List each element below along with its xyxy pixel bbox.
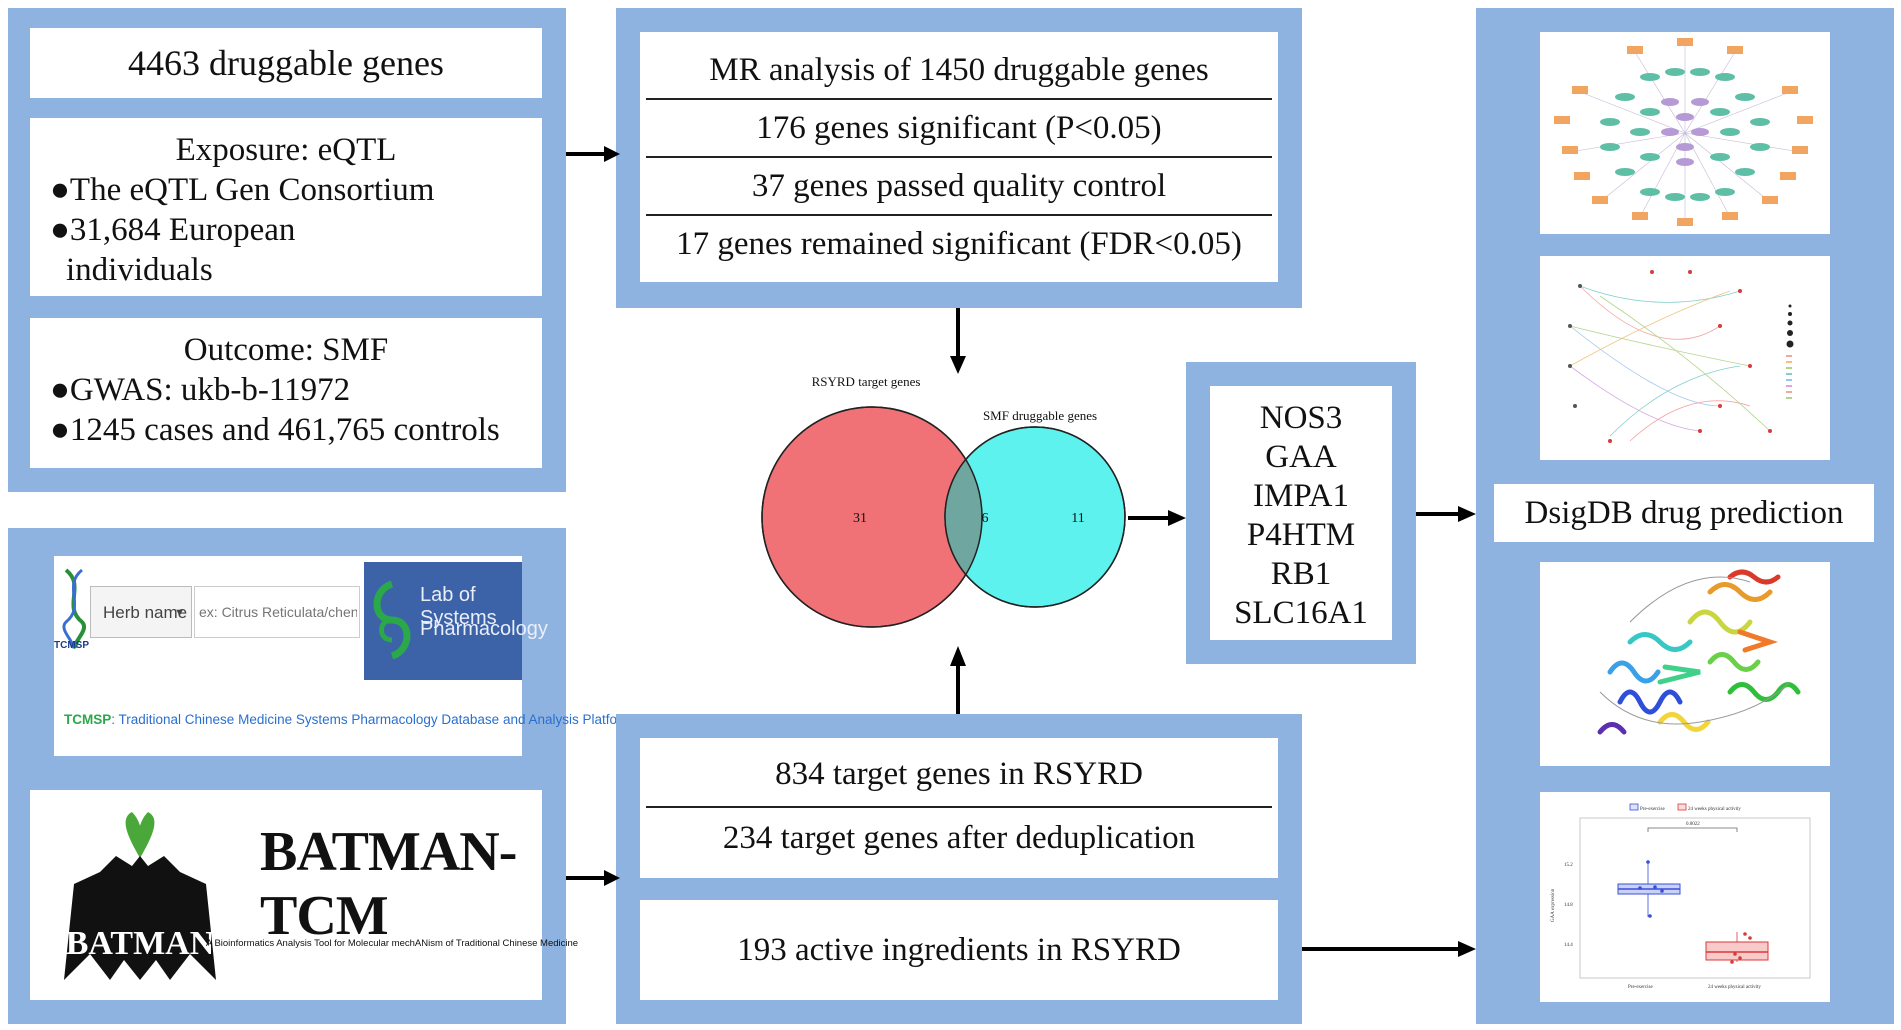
tcmsp-full-name: TCMSP: Traditional Chinese Medicine Syst… bbox=[64, 712, 633, 727]
exposure-item: ●31,684 European bbox=[50, 212, 296, 248]
y-axis-label: GAA expression bbox=[1551, 888, 1556, 922]
venn-overlap-count: 6 bbox=[982, 511, 989, 526]
lab-title-line1: Lab of Systems bbox=[420, 584, 497, 629]
pre-points bbox=[1638, 860, 1664, 918]
dna-logo-icon bbox=[62, 568, 86, 650]
outcome-heading: Outcome: SMF bbox=[183, 332, 389, 368]
lab-logo-icon bbox=[373, 580, 411, 660]
arrow-mr-to-venn bbox=[950, 308, 966, 374]
batman-logo-icon: BATMAN bbox=[64, 812, 216, 980]
venn-overlap bbox=[761, 406, 1126, 628]
batman-logo-word: BATMAN bbox=[66, 925, 215, 962]
venn-left-count: 31 bbox=[853, 511, 867, 526]
tcmsp-name-strong: TCMSP bbox=[64, 712, 112, 727]
x-tick: Pre-exercise bbox=[1628, 985, 1653, 990]
arrow-venn-to-genes bbox=[1128, 510, 1186, 526]
protein-structure bbox=[1597, 569, 1801, 735]
protein-structure-figure bbox=[1540, 562, 1830, 766]
gene-name: GAA bbox=[1265, 439, 1337, 475]
gene-name: SLC16A1 bbox=[1234, 595, 1368, 631]
genes-box: NOS3 GAA IMPA1 P4HTM RB1 SLC16A1 bbox=[1210, 386, 1392, 640]
outcome-item: ●GWAS: ukb-b-11972 bbox=[50, 372, 351, 408]
network-figure bbox=[1540, 32, 1830, 234]
divider bbox=[646, 214, 1272, 216]
dsigdb-label: DsigDB drug prediction bbox=[1494, 484, 1874, 542]
exposure-item: individuals bbox=[66, 252, 213, 288]
y-tick: 14.4 bbox=[1564, 943, 1573, 948]
arrow-genes-to-dsigdb bbox=[1416, 506, 1476, 522]
herb-select[interactable]: Herb name ▼ bbox=[90, 586, 192, 638]
batman-title: BATMAN-TCM bbox=[260, 821, 517, 947]
exposure-item: ●The eQTL Gen Consortium bbox=[50, 172, 435, 208]
y-tick: 15.2 bbox=[1564, 863, 1573, 868]
legend-swatch-pre bbox=[1629, 803, 1639, 811]
venn-left-label: RSYRD target genes bbox=[812, 374, 921, 389]
venn-diagram: RSYRD target genes SMF druggable genes 3… bbox=[761, 374, 1126, 628]
rsyrd-row: 834 target genes in RSYRD bbox=[775, 756, 1143, 792]
post-box bbox=[1705, 941, 1769, 961]
lab-systems-pharmacology-logo: Lab of Systems Pharmacology bbox=[364, 562, 548, 680]
p-value: 0.0022 bbox=[1686, 822, 1700, 827]
exposure-heading: Exposure: eQTL bbox=[175, 132, 397, 168]
mr-row: 176 genes significant (P<0.05) bbox=[756, 110, 1162, 146]
gene-name: IMPA1 bbox=[1253, 478, 1349, 514]
legend-pre: Pre-exercise bbox=[1640, 807, 1665, 812]
outcome-box: Outcome: SMF ●GWAS: ukb-b-11972 ●1245 ca… bbox=[30, 318, 542, 468]
rsyrd-targets-box: 834 target genes in RSYRD 234 target gen… bbox=[640, 738, 1278, 878]
outcome-item: ●1245 cases and 461,765 controls bbox=[50, 412, 500, 448]
druggable-genes-title: 4463 druggable genes bbox=[30, 28, 542, 98]
significance-bracket bbox=[1647, 827, 1738, 832]
chevron-down-icon: ▼ bbox=[174, 607, 185, 619]
divider bbox=[646, 156, 1272, 158]
rsyrd-row: 234 target genes after deduplication bbox=[722, 820, 1196, 856]
lab-title-line2: Pharmacology bbox=[420, 618, 548, 640]
divider bbox=[646, 98, 1272, 100]
tcmsp-box: TCMSP Herb name ▼ Lab of Systems Pharmac… bbox=[54, 556, 633, 756]
arrow-databases-to-rsyrd bbox=[566, 870, 620, 886]
y-tick: 14.8 bbox=[1564, 903, 1573, 908]
batman-box: BATMAN BATMAN-TCM A Bioinformatics Analy… bbox=[30, 790, 579, 1000]
herb-search-input[interactable] bbox=[194, 586, 360, 638]
venn-right-label: SMF druggable genes bbox=[983, 408, 1097, 423]
arrow-ingredients-to-prediction bbox=[1302, 941, 1476, 957]
enrichment-plot bbox=[1568, 270, 1794, 443]
venn-right-count: 11 bbox=[1071, 511, 1084, 526]
gene-name: RB1 bbox=[1270, 556, 1332, 592]
mr-row: MR analysis of 1450 druggable genes bbox=[709, 52, 1209, 88]
plot-area bbox=[1579, 817, 1811, 979]
arrow-rsyrd-to-venn bbox=[950, 646, 966, 714]
boxplot-figure: Pre-exercise 24 weeks physical activity … bbox=[1540, 792, 1830, 1002]
mr-analysis-box: MR analysis of 1450 druggable genes 176 … bbox=[640, 32, 1278, 282]
mr-row: 37 genes passed quality control bbox=[751, 168, 1167, 204]
mr-row: 17 genes remained significant (FDR<0.05) bbox=[676, 226, 1242, 262]
legend-swatch-post bbox=[1677, 803, 1687, 811]
post-points bbox=[1730, 932, 1752, 964]
enrichment-figure bbox=[1540, 256, 1830, 460]
divider bbox=[646, 806, 1272, 808]
batman-tagline: A Bioinformatics Analysis Tool for Molec… bbox=[206, 938, 579, 949]
gaa-boxplot: Pre-exercise 24 weeks physical activity … bbox=[1551, 803, 1811, 990]
tcmsp-short-name: TCMSP bbox=[54, 640, 89, 651]
x-tick: 24 weeks physical activity bbox=[1708, 985, 1761, 990]
legend-post: 24 weeks physical activity bbox=[1688, 807, 1741, 812]
gene-name: NOS3 bbox=[1259, 400, 1343, 436]
tcmsp-name-rest: : Traditional Chinese Medicine Systems P… bbox=[111, 712, 633, 727]
exposure-box: Exposure: eQTL ●The eQTL Gen Consortium … bbox=[30, 118, 542, 296]
gene-name: P4HTM bbox=[1246, 517, 1356, 553]
active-ingredients-box: 193 active ingredients in RSYRD bbox=[640, 900, 1278, 1000]
network-graph bbox=[1554, 38, 1813, 226]
herb-select-label: Herb name bbox=[103, 603, 188, 622]
arrow-sources-to-mr bbox=[566, 146, 620, 162]
